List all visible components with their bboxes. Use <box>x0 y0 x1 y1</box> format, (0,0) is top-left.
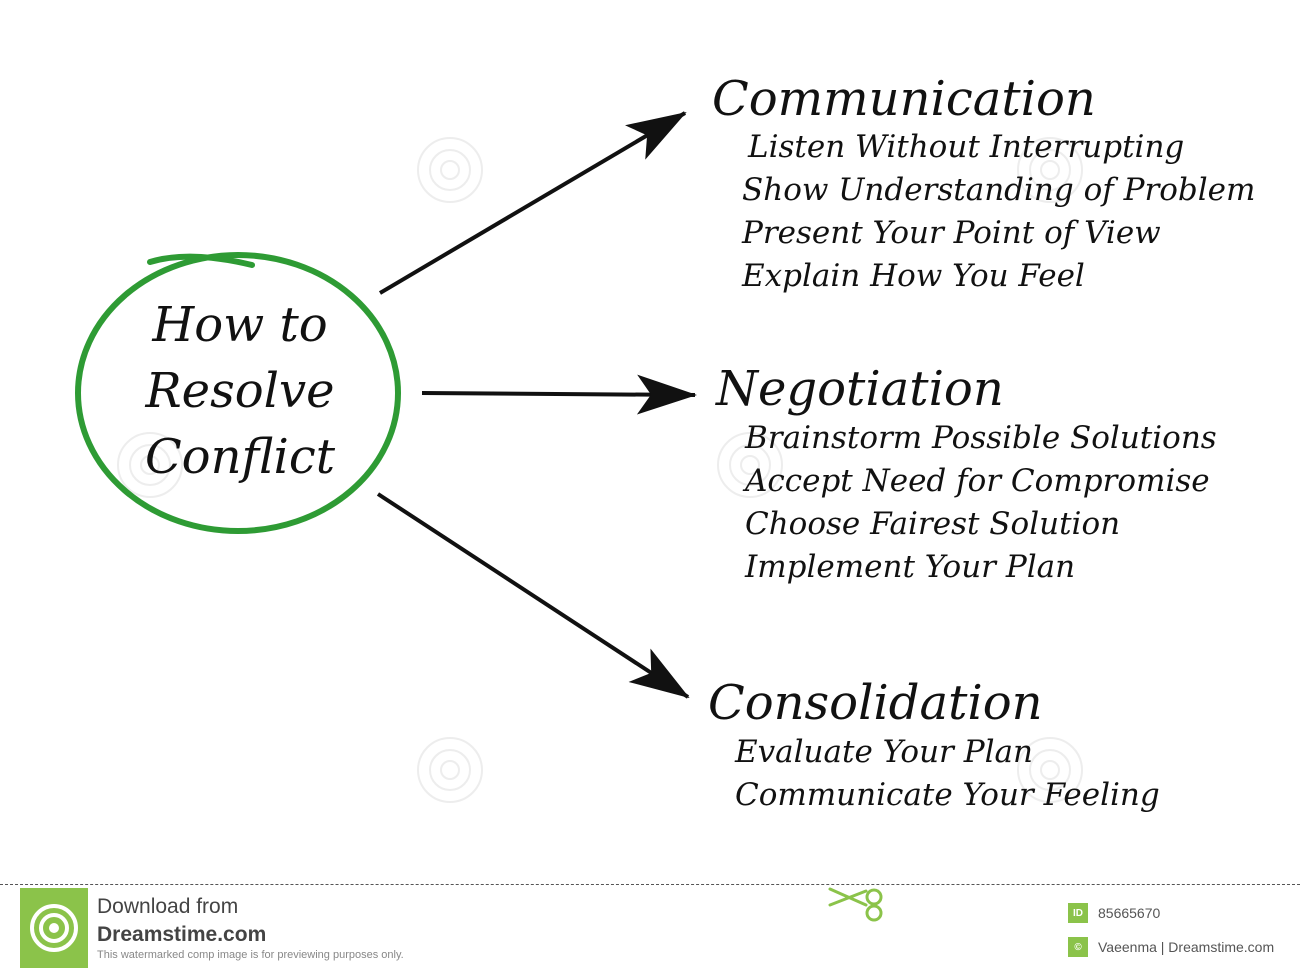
heading-negotiation: Negotiation <box>716 361 1004 417</box>
watermark-note: This watermarked comp image is for previ… <box>97 949 404 961</box>
list-item: Show Understanding of Problem <box>742 172 1256 208</box>
spiral-logo-icon <box>30 904 78 952</box>
list-item: Implement Your Plan <box>745 549 1076 585</box>
list-item: Explain How You Feel <box>742 258 1085 294</box>
list-item: Listen Without Interrupting <box>748 129 1185 165</box>
image-id: 85665670 <box>1098 905 1161 921</box>
consolidation-items: Evaluate Your Plan Communicate Your Feel… <box>735 731 1160 817</box>
author-credit[interactable]: Vaeenma | Dreamstime.com <box>1098 939 1275 955</box>
center-title-line: Resolve <box>145 363 335 419</box>
download-footer: Download from Dreamstime.com This waterm… <box>0 884 1300 976</box>
center-title-line: Conflict <box>144 429 336 485</box>
author-row: © Vaeenma | Dreamstime.com <box>1068 937 1274 957</box>
copyright-icon: © <box>1068 937 1088 957</box>
heading-communication: Communication <box>712 71 1096 127</box>
list-item: Present Your Point of View <box>742 215 1161 251</box>
scissors-icon <box>828 887 883 922</box>
list-item: Accept Need for Compromise <box>745 463 1210 499</box>
list-item: Communicate Your Feeling <box>735 777 1160 813</box>
list-item: Choose Fairest Solution <box>745 506 1121 542</box>
arrow-to-communication <box>378 111 687 295</box>
watermarks <box>117 137 1083 803</box>
list-item: Evaluate Your Plan <box>735 734 1033 770</box>
arrow-to-negotiation <box>421 374 697 415</box>
dreamstime-logo[interactable] <box>20 888 88 968</box>
dreamstime-link[interactable]: Dreamstime.com <box>97 923 267 946</box>
id-badge: ID <box>1068 903 1088 923</box>
center-title: How to Resolve Conflict <box>100 292 380 490</box>
list-item: Brainstorm Possible Solutions <box>745 420 1217 456</box>
arrow-to-consolidation <box>376 492 690 699</box>
download-label[interactable]: Download from <box>97 895 239 918</box>
center-title-line: How to <box>152 297 328 353</box>
communication-items: Listen Without Interrupting Show Underst… <box>742 126 1255 298</box>
center-ring <box>75 252 401 534</box>
heading-consolidation: Consolidation <box>708 675 1043 731</box>
diagram-canvas <box>75 111 1083 803</box>
negotiation-items: Brainstorm Possible Solutions Accept Nee… <box>745 417 1217 589</box>
image-id-row: ID 85665670 <box>1068 903 1160 923</box>
